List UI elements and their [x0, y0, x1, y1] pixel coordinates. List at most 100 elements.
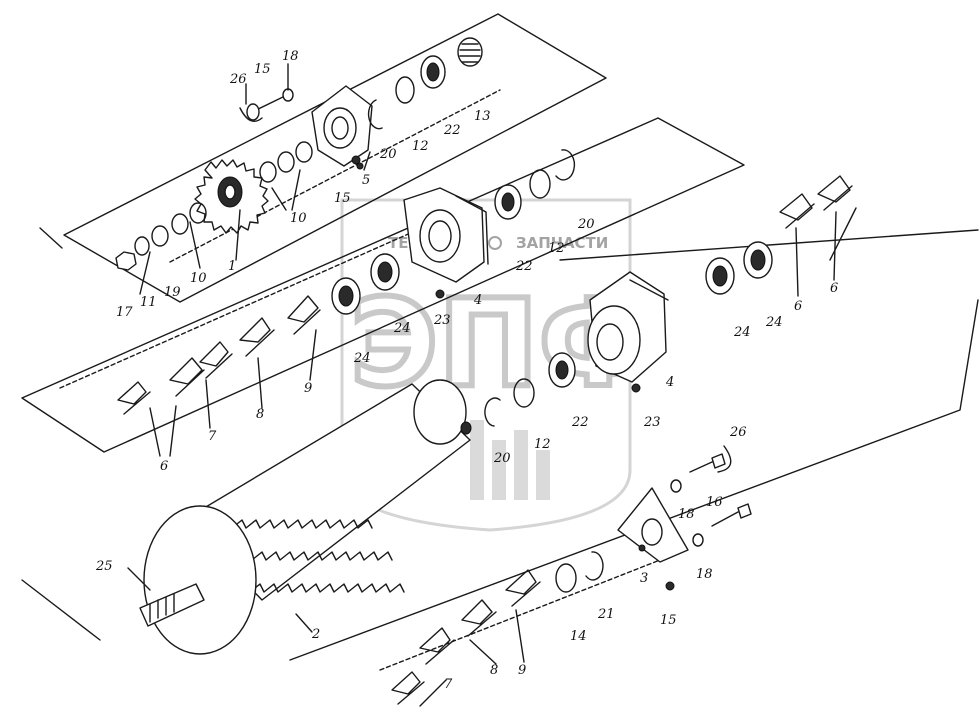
washer-12-mid: [529, 169, 551, 199]
middle-parts: [331, 149, 576, 315]
drum-end-right: [413, 379, 467, 445]
callout-20-mid: 20: [577, 217, 595, 232]
watermark-bars: [470, 420, 550, 500]
callout-9-lower: 9: [518, 663, 526, 678]
callout-11: 11: [140, 295, 157, 310]
callout-22-low: 22: [571, 415, 589, 430]
bolt-15-small: [356, 162, 364, 170]
frame-right-edge: [559, 229, 979, 261]
callout-15-mid: 15: [334, 191, 351, 206]
callout-18-lower-b: 18: [696, 567, 713, 582]
washers-10-lower: [151, 202, 207, 247]
callout-13: 13: [474, 109, 491, 124]
axis-middle: [59, 219, 441, 389]
washer-11: [134, 236, 150, 256]
drum-shaft-stub: [460, 421, 472, 435]
callout-24-b: 24: [353, 351, 371, 366]
rasp-bar-3: [235, 583, 405, 593]
drum-end-disc: [143, 505, 257, 655]
callout-15-top: 15: [254, 62, 271, 77]
washer-12-low: [513, 378, 535, 408]
roller-13: [457, 37, 483, 67]
flange-5: [311, 85, 373, 167]
callout-12-mid: 12: [548, 241, 565, 256]
nut-18-top: [282, 88, 294, 102]
callout-9-upper: 9: [304, 381, 312, 396]
callout-6-right-a: 6: [794, 299, 802, 314]
nut-18-lower-a: [670, 479, 682, 493]
bearing-22-top: [420, 55, 446, 89]
callout-12-top: 12: [412, 139, 429, 154]
leader-lines: [127, 63, 837, 707]
washer-12-top: [395, 76, 415, 104]
nut-18-lower-b: [692, 533, 704, 547]
callout-14: 14: [570, 629, 587, 644]
sprocket-1: [194, 159, 269, 234]
callout-8-upper: 8: [256, 407, 264, 422]
watermark-brand-right: ЗАПЧАСТИ: [516, 234, 608, 252]
callout-24-d: 24: [765, 315, 783, 330]
washers-10-upper: [259, 141, 313, 183]
callout-25: 25: [95, 559, 113, 574]
washer-14: [555, 563, 577, 593]
frame-top-group: [63, 13, 607, 303]
callout-23-upper: 23: [433, 313, 451, 328]
callout-1: 1: [228, 259, 236, 274]
bolt-15-lower: [665, 581, 675, 591]
callout-20-top: 20: [379, 147, 397, 162]
frame-lower-left: [21, 579, 101, 641]
drum-2: [139, 379, 472, 655]
snap-ring-21: [585, 551, 604, 581]
bearing-22-low: [548, 352, 576, 388]
axis-top: [169, 89, 501, 263]
flange-3: [617, 487, 689, 563]
grease-fitting-23-lower: [631, 383, 641, 393]
bearing-24-a: [370, 253, 400, 291]
wire-26-top: [239, 107, 263, 122]
snap-ring-20-top: [367, 99, 383, 130]
axis-bottom: [379, 559, 661, 671]
top-parts: [115, 37, 483, 271]
callout-10-upper: 10: [290, 211, 307, 226]
callout-6-right-b: 6: [830, 281, 838, 296]
callout-18-top: 18: [282, 49, 299, 64]
callout-18-lower-a: 18: [678, 507, 695, 522]
callout-8-lower: 8: [490, 663, 498, 678]
frame-lower-right: [289, 299, 979, 661]
right-parts: [484, 241, 773, 427]
callout-21: 21: [597, 607, 615, 622]
shaft-25: [139, 583, 205, 627]
callout-16: 16: [706, 495, 723, 510]
bolt-16b: [711, 503, 752, 527]
callout-3: 3: [640, 571, 648, 586]
callout-23-lower: 23: [643, 415, 661, 430]
bearing-24-d: [743, 241, 773, 279]
callout-19: 19: [164, 285, 181, 300]
callout-5: 5: [362, 173, 370, 188]
callout-24-c: 24: [733, 325, 751, 340]
callout-22-mid: 22: [515, 259, 533, 274]
callout-20-low: 20: [493, 451, 511, 466]
callout-26-lower: 26: [729, 425, 747, 440]
nut-17: [115, 251, 137, 271]
housing-4-upper: [403, 187, 489, 283]
bearing-24-c: [705, 257, 735, 295]
snap-ring-20-low: [484, 397, 501, 427]
bolt-15-top: [246, 95, 286, 121]
knife-fingers-lower: [391, 569, 541, 705]
grease-fitting-23-upper: [435, 289, 445, 299]
callout-4-upper: 4: [473, 293, 482, 308]
frame-notch: [39, 227, 63, 249]
callout-7-upper: 7: [208, 429, 217, 444]
callout-7-lower: 7: [444, 677, 453, 692]
callouts: 26 15 18 20 12 22 13 5 15 10 1 10 19 11 …: [95, 49, 838, 692]
callout-15-lower: 15: [660, 613, 677, 628]
callout-10-lower: 10: [190, 271, 207, 286]
bolt-16: [689, 453, 726, 473]
callout-22-top: 22: [443, 123, 461, 138]
watermark-gear-icon: [488, 236, 502, 250]
callout-6-left: 6: [160, 459, 168, 474]
callout-24-a: 24: [393, 321, 411, 336]
